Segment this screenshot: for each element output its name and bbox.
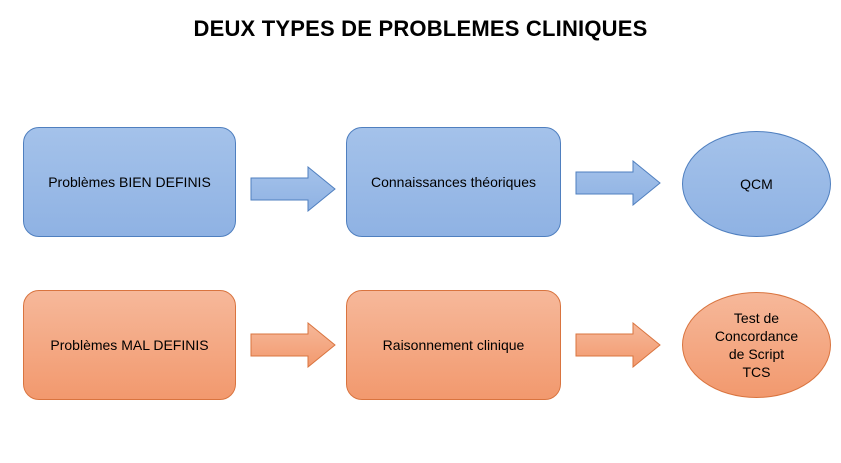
- diagram-title: DEUX TYPES DE PROBLEMES CLINIQUES: [193, 16, 648, 41]
- box-theoretical-knowledge: Connaissances théoriques: [346, 127, 561, 237]
- box-label: Problèmes MAL DEFINIS: [50, 337, 209, 353]
- oval-label: Test de Concordance de Script TCS: [714, 310, 799, 380]
- oval-qcm: QCM: [682, 131, 831, 237]
- oval-tcs: Test de Concordance de Script TCS: [682, 292, 831, 398]
- oval-label: QCM: [740, 176, 773, 192]
- arrow-right-icon: [575, 322, 661, 368]
- arrow-right-icon: [250, 322, 336, 368]
- box-label: Raisonnement clinique: [382, 337, 525, 353]
- arrow-right-icon: [250, 166, 336, 212]
- box-clinical-reasoning: Raisonnement clinique: [346, 290, 561, 400]
- box-well-defined-problems: Problèmes BIEN DEFINIS: [23, 127, 236, 237]
- box-ill-defined-problems: Problèmes MAL DEFINIS: [23, 290, 236, 400]
- box-label: Connaissances théoriques: [371, 174, 536, 190]
- arrow-right-icon: [575, 160, 661, 206]
- box-label: Problèmes BIEN DEFINIS: [48, 174, 211, 190]
